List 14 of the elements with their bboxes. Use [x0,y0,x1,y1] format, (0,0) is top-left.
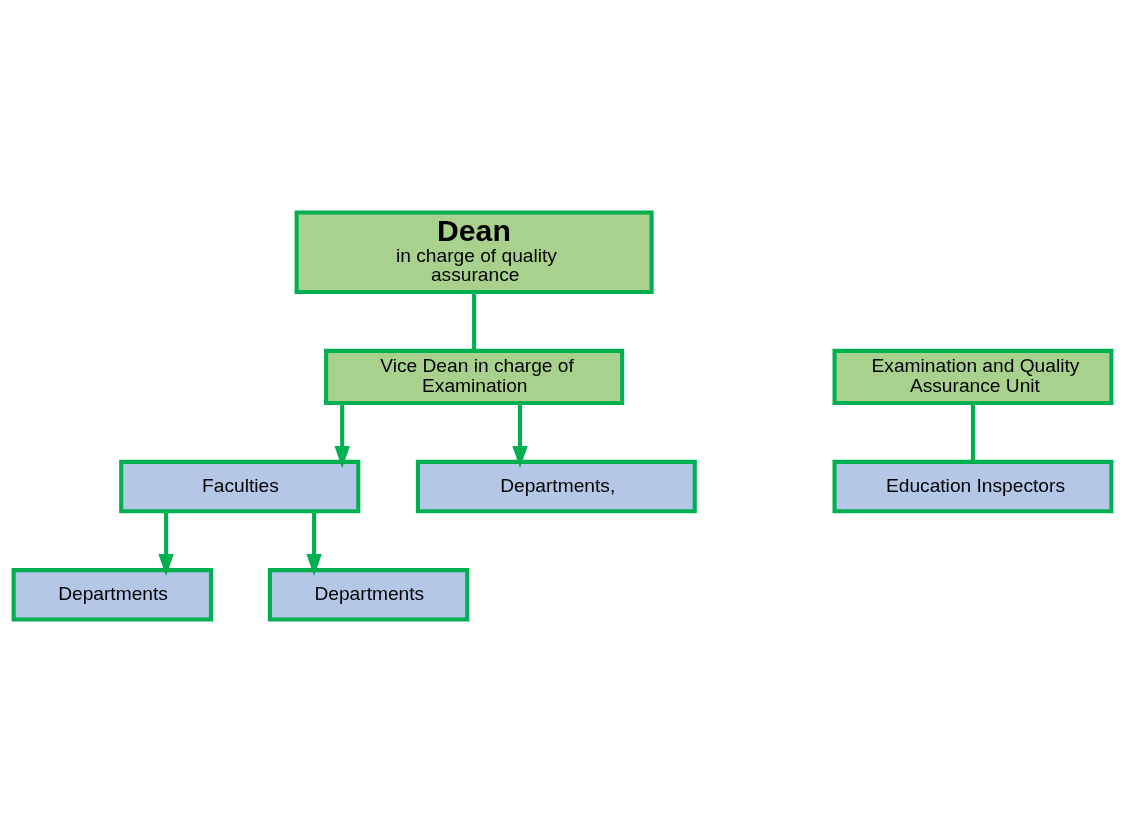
connector [472,292,477,351]
node-box: Education Inspectors [832,459,1114,514]
arrow [334,403,350,468]
connector [970,403,975,462]
node-box: Vice Dean in charge of Examination [324,348,625,406]
arrow [158,511,174,577]
node-box: Departments [267,568,470,622]
node-box: Examination and Quality Assurance Unit [832,348,1114,406]
arrow [306,511,322,577]
node-box: Dean in charge of quality assurance [294,210,654,295]
node-box: Faculties [119,459,361,514]
node-box: Departments [11,568,214,622]
arrow [512,403,528,468]
node-box: Departments, [415,459,697,514]
